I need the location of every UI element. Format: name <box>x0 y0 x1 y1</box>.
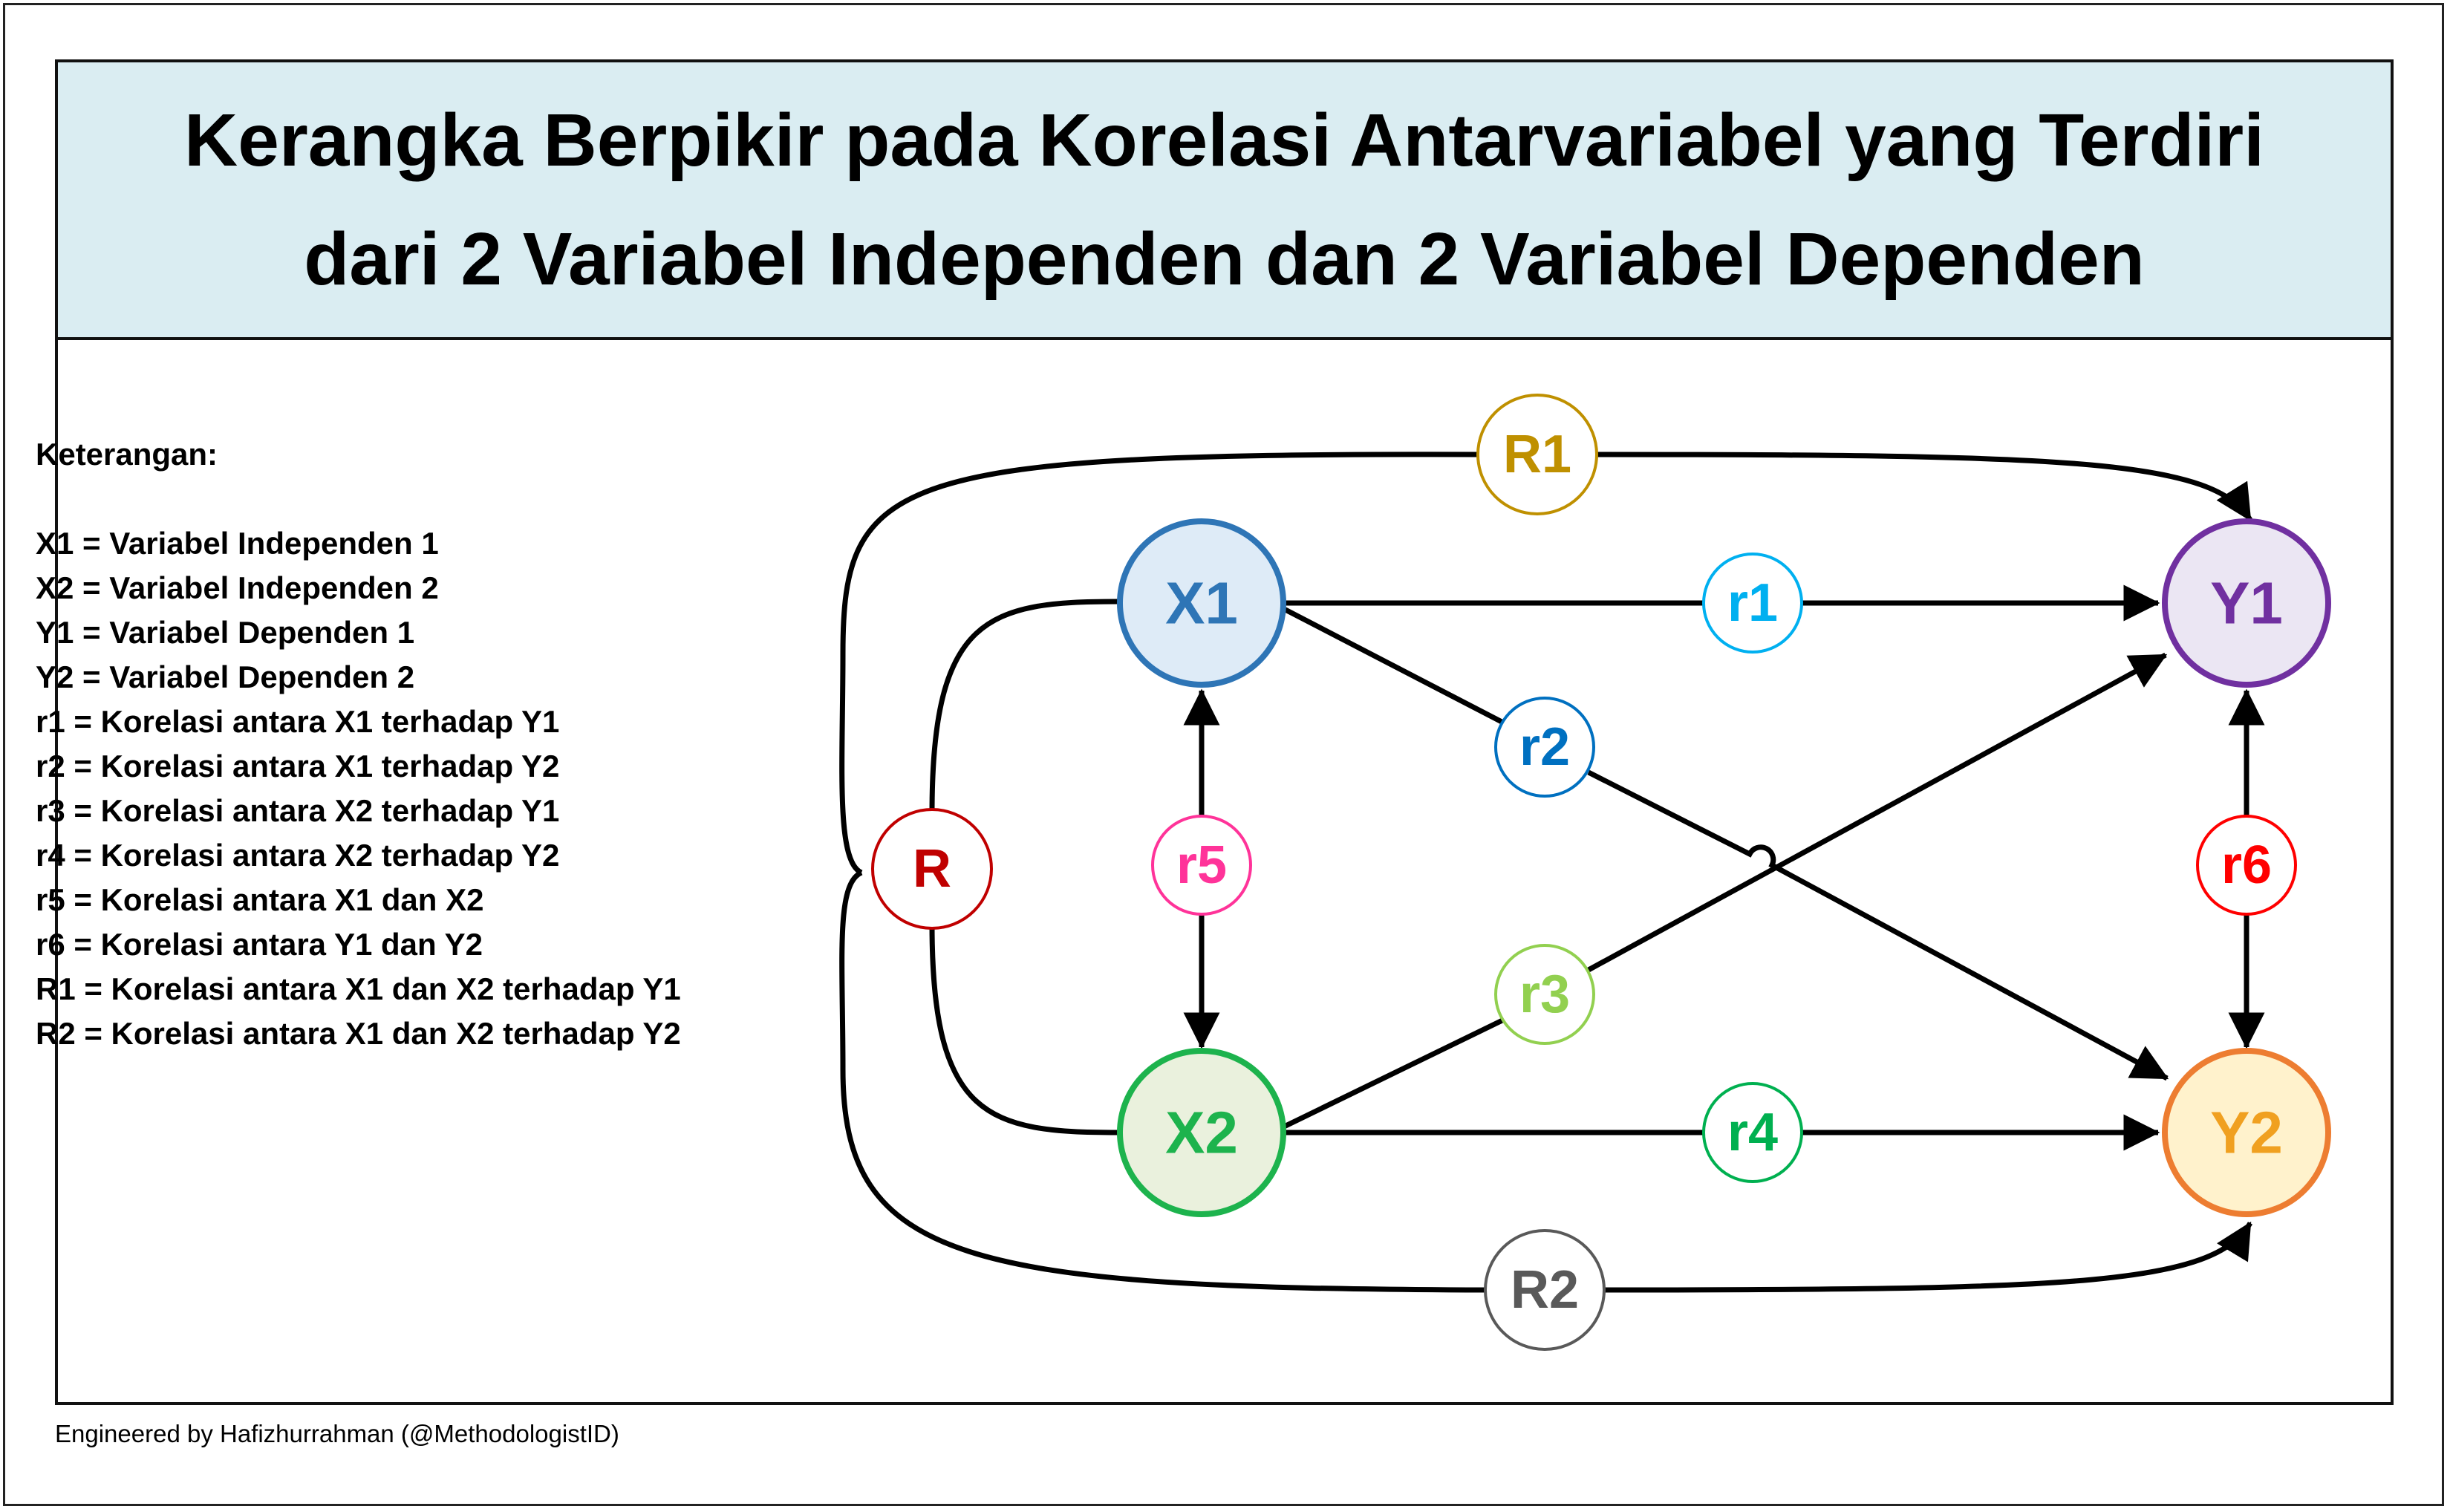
relation-r4: r4 <box>1702 1082 1803 1183</box>
relation-r5: r5 <box>1151 815 1252 916</box>
relation-r3: r3 <box>1494 944 1595 1045</box>
relation-R: R <box>871 808 993 930</box>
svg-text:r6: r6 <box>2221 835 2272 895</box>
svg-text:X1: X1 <box>1165 570 1238 636</box>
edge-r2-b <box>1587 769 2169 1081</box>
svg-text:Y1: Y1 <box>2210 570 2283 636</box>
legend-item: r3 = Korelasi antara X2 terhadap Y1 <box>36 793 560 828</box>
legend-item: r2 = Korelasi antara X1 terhadap Y2 <box>36 749 560 783</box>
svg-text:R2: R2 <box>1511 1260 1579 1320</box>
title-box: Kerangka Berpikir pada Korelasi Antarvar… <box>58 62 2391 340</box>
svg-text:r3: r3 <box>1519 965 1570 1024</box>
svg-text:r1: r1 <box>1727 573 1778 633</box>
edge-R2 <box>839 870 1486 1293</box>
legend-item: Y1 = Variabel Dependen 1 <box>36 615 415 650</box>
node-x2: X2 <box>1117 1048 1286 1217</box>
legend-item: R1 = Korelasi antara X1 dan X2 terhadap … <box>36 971 681 1006</box>
svg-text:X2: X2 <box>1165 1100 1238 1166</box>
title-line-1: Kerangka Berpikir pada Korelasi Antarvar… <box>183 99 2265 182</box>
outer-frame <box>3 3 2444 1506</box>
relation-r1: r1 <box>1702 553 1803 654</box>
relation-r2: r2 <box>1494 697 1595 798</box>
legend-item: r1 = Korelasi antara X1 terhadap Y1 <box>36 704 560 739</box>
legend-heading: Keterangan: <box>36 437 218 472</box>
svg-text:r4: r4 <box>1727 1103 1778 1162</box>
svg-text:r5: r5 <box>1176 835 1227 895</box>
node-x1: X1 <box>1117 518 1286 688</box>
legend-item: r4 = Korelasi antara X2 terhadap Y2 <box>36 838 560 873</box>
relation-r6: r6 <box>2196 815 2297 916</box>
edge-R-from-x2 <box>929 924 1118 1135</box>
legend-item: r6 = Korelasi antara Y1 dan Y2 <box>36 927 483 962</box>
legend-item: r5 = Korelasi antara X1 dan X2 <box>36 882 484 917</box>
node-y1: Y1 <box>2162 518 2331 688</box>
edge-r3-a <box>1280 1016 1507 1131</box>
diagram-panel: Kerangka Berpikir pada Korelasi Antarvar… <box>55 59 2394 1405</box>
edge-r3-b <box>1587 652 2168 973</box>
legend: Keterangan: X1 = Variabel Independen 1 X… <box>36 432 681 1056</box>
page-title: Kerangka Berpikir pada Korelasi Antarvar… <box>184 81 2264 319</box>
relation-R1: R1 <box>1476 394 1598 515</box>
edge-r2-a <box>1280 605 1506 726</box>
legend-item: Y2 = Variabel Dependen 2 <box>36 659 415 694</box>
svg-text:R1: R1 <box>1503 425 1571 484</box>
legend-item: R2 = Korelasi antara X1 dan X2 terhadap … <box>36 1016 681 1051</box>
relation-R2: R2 <box>1484 1229 1606 1351</box>
svg-text:r2: r2 <box>1519 717 1570 777</box>
legend-item: X1 = Variabel Independen 1 <box>36 526 439 561</box>
edge-R2-to-y2 <box>1603 1221 2252 1293</box>
edge-R1-to-y1 <box>1596 452 2252 522</box>
credit-text: Engineered by Hafizhurrahman (@Methodolo… <box>55 1420 619 1447</box>
svg-text:Y2: Y2 <box>2210 1100 2283 1166</box>
svg-text:R: R <box>913 839 951 899</box>
edge-R1 <box>839 452 1479 876</box>
title-line-2: dari 2 Variabel Independen dan 2 Variabe… <box>304 218 2145 301</box>
node-y2: Y2 <box>2162 1048 2331 1217</box>
legend-item: X2 = Variabel Independen 2 <box>36 570 439 605</box>
edge-R-from-x1 <box>929 599 1118 814</box>
